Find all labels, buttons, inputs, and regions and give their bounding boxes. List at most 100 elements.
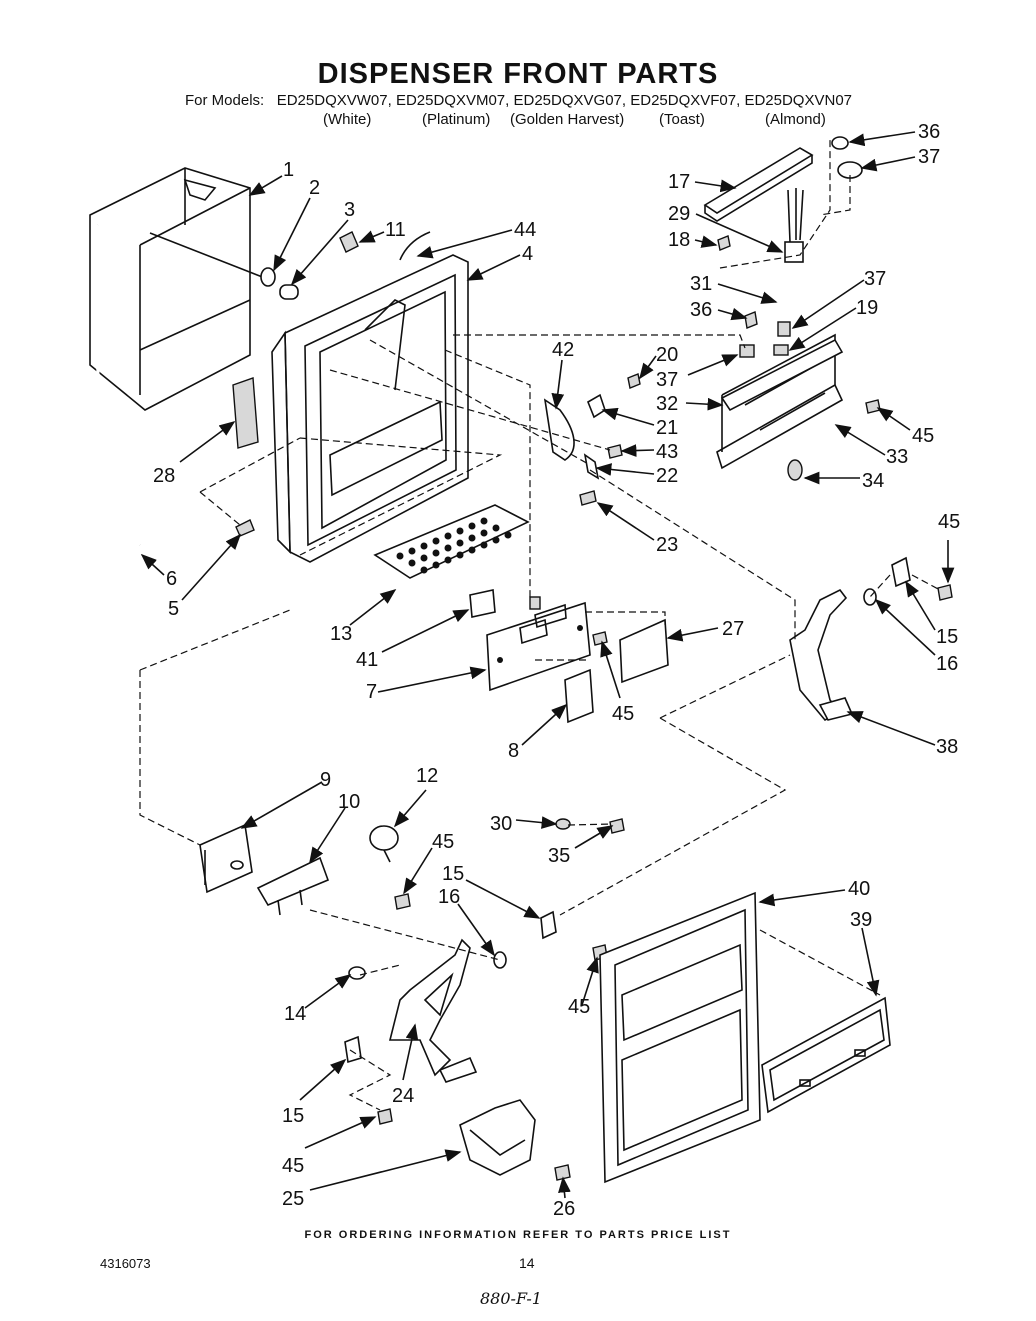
callout-29: 29	[668, 203, 690, 225]
callout-12: 12	[416, 765, 438, 787]
callout-17: 17	[668, 171, 690, 193]
mounting-bracket-part	[703, 147, 814, 222]
callout-26: 26	[553, 1198, 575, 1220]
callout-45: 45	[938, 511, 960, 533]
callout-11: 11	[385, 219, 406, 241]
paddle-part	[199, 823, 253, 894]
callout-45: 45	[282, 1155, 304, 1177]
callout-6: 6	[166, 568, 177, 590]
callout-15: 15	[282, 1105, 304, 1127]
callout-4: 4	[522, 243, 533, 265]
callout-33: 33	[886, 446, 908, 468]
assembly-lines	[139, 140, 941, 1111]
callout-24: 24	[392, 1085, 414, 1107]
callout-31: 31	[690, 273, 712, 295]
switch-part	[369, 825, 399, 863]
dispenser-front-panel-part	[599, 891, 761, 1184]
ordering-note: FOR ORDERING INFORMATION REFER TO PARTS …	[304, 1229, 732, 1241]
callout-15: 15	[442, 863, 464, 885]
ice-chute-part	[459, 1099, 571, 1181]
model-color-almond: (Almond)	[765, 111, 826, 128]
callout-30: 30	[490, 813, 512, 835]
callout-37: 37	[864, 268, 886, 290]
model-color-platinum: (Platinum)	[422, 111, 491, 128]
screw-part	[235, 519, 255, 537]
callout-18: 18	[668, 229, 690, 251]
callout-27: 27	[722, 618, 744, 640]
switch-wire-part	[784, 188, 804, 263]
callout-28: 28	[153, 465, 175, 487]
callout-16: 16	[438, 886, 460, 908]
callout-14: 14	[284, 1003, 306, 1025]
callout-42: 42	[552, 339, 574, 361]
model-color-golden-harvest: (Golden Harvest)	[510, 111, 625, 128]
screw-part	[394, 893, 411, 910]
callout-36: 36	[918, 121, 940, 143]
callout-41: 41	[356, 649, 378, 671]
solenoid-plate-part	[720, 338, 844, 412]
callout-21: 21	[656, 417, 678, 439]
models-line: For Models: ED25DQXVW07, ED25DQXVM07, ED…	[185, 92, 852, 109]
dispenser-housing-part	[89, 167, 271, 546]
callout-45: 45	[612, 703, 634, 725]
callout-37: 37	[918, 146, 940, 168]
model-number: ED25DQXVG07,	[513, 92, 627, 109]
model-number: ED25DQXVW07,	[276, 92, 392, 109]
model-color-white: (White)	[323, 111, 372, 128]
trim-panel-part	[761, 996, 891, 1114]
callout-25: 25	[282, 1188, 304, 1210]
callout-10: 10	[338, 791, 360, 813]
callout-20: 20	[656, 344, 678, 366]
ice-chute-arm-part	[388, 938, 478, 1083]
actuator-lever-part	[543, 393, 623, 506]
switch-plate-part	[564, 668, 594, 724]
model-color-toast: (Toast)	[659, 111, 705, 128]
callout-39: 39	[850, 909, 872, 931]
model-number: ED25DQXVM07,	[395, 92, 510, 109]
page-title: DISPENSER FRONT PARTS	[317, 58, 719, 90]
callout-15: 15	[936, 626, 958, 648]
actuator-arm-part	[789, 556, 953, 722]
dispenser-frame-part	[271, 231, 469, 563]
paddle-bracket-part	[256, 856, 330, 916]
leader-arrows	[140, 131, 955, 1199]
small-hardware-part	[627, 136, 881, 481]
callout-3: 3	[344, 199, 355, 221]
callout-45: 45	[912, 425, 934, 447]
fitting-part	[260, 267, 299, 300]
callout-5: 5	[168, 598, 179, 620]
models-prefix: For Models:	[185, 92, 265, 109]
callout-8: 8	[508, 740, 519, 762]
callout-19: 19	[856, 297, 878, 319]
callout-1: 1	[283, 159, 294, 181]
callout-43: 43	[656, 441, 678, 463]
callout-9: 9	[320, 769, 331, 791]
callout-40: 40	[848, 878, 870, 900]
callout-23: 23	[656, 534, 678, 556]
callout-13: 13	[330, 623, 352, 645]
model-number: ED25DQXVF07,	[630, 92, 741, 109]
callout-7: 7	[366, 681, 377, 703]
callout-2: 2	[309, 177, 320, 199]
callout-37: 37	[656, 369, 678, 391]
foam-block-part	[232, 377, 259, 449]
control-panel-part	[486, 596, 591, 692]
callout-45: 45	[432, 831, 454, 853]
page-number: 14	[519, 1255, 535, 1271]
switch-cover-part	[619, 618, 669, 684]
handwritten-note: 880-F-1	[480, 1289, 542, 1308]
callout-45: 45	[568, 996, 590, 1018]
callout-44: 44	[514, 219, 536, 241]
model-number: ED25DQXVN07	[744, 92, 853, 109]
screw-part	[592, 631, 608, 646]
callout-36: 36	[690, 299, 712, 321]
document-number: 4316073	[100, 1256, 151, 1271]
callout-labels: 1 2 3 11 44 4 36 37 17 29 18 37 31 36 19…	[153, 121, 960, 1220]
callout-38: 38	[936, 736, 958, 758]
callout-35: 35	[548, 845, 570, 867]
callout-22: 22	[656, 465, 678, 487]
small-hardware-part	[344, 818, 625, 1125]
callout-16: 16	[936, 653, 958, 675]
nut-part	[339, 231, 359, 253]
